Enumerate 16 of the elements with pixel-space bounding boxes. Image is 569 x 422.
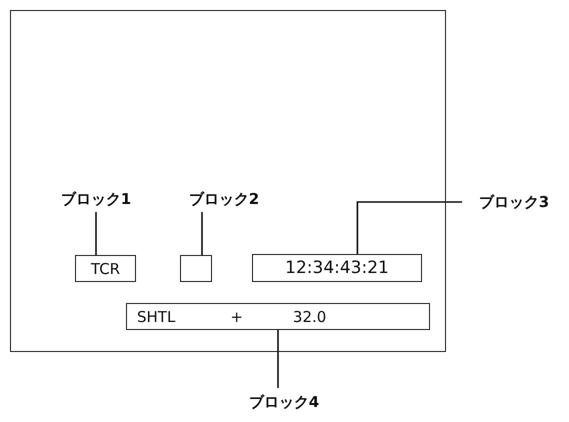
display-field [126,303,430,330]
leader-line [201,212,203,255]
display-text: + [230,308,243,326]
empty-display-field [180,255,212,282]
leader-line [95,212,97,255]
block-label: ブロック3 [464,190,564,214]
display-text: 32.0 [292,308,326,326]
screen-frame [10,10,446,352]
block-label: ブロック4 [234,390,334,414]
block-label: ブロック2 [176,188,272,210]
leader-line [356,201,462,254]
block-label: ブロック1 [48,188,144,210]
display-field: 12:34:43:21 [252,254,422,282]
leader-line [277,330,279,388]
display-text: SHTL [137,308,176,326]
display-field: TCR [75,255,136,282]
